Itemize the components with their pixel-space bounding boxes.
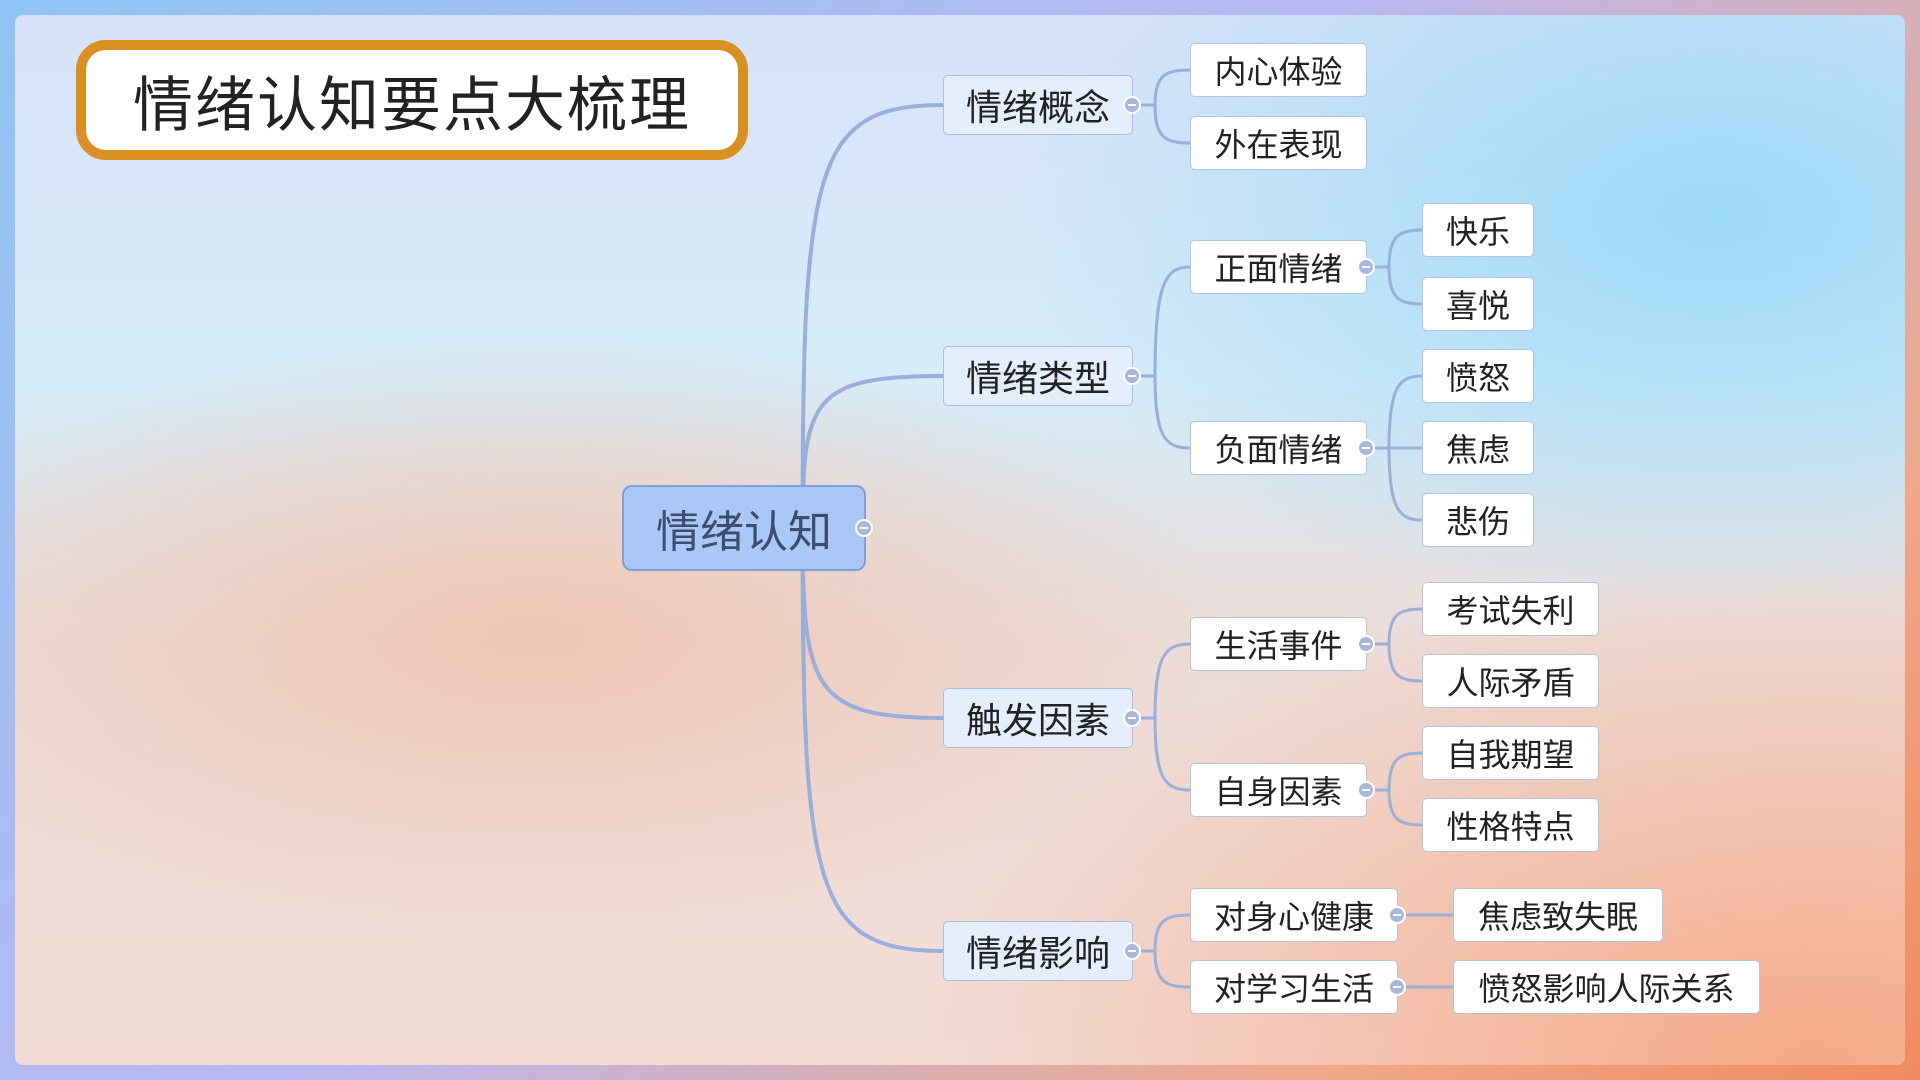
collapse-icon[interactable] xyxy=(1357,635,1375,653)
subtopic-node[interactable]: 自身因素 xyxy=(1190,763,1375,817)
node-label: 对学习生活 xyxy=(1213,970,1374,1008)
node-label: 正面情绪 xyxy=(1214,250,1343,288)
node-label: 愤怒影响人际关系 xyxy=(1478,970,1735,1008)
collapse-icon[interactable] xyxy=(1123,96,1141,114)
leaf-node[interactable]: 悲伤 xyxy=(1422,493,1534,547)
connector-line xyxy=(800,103,944,529)
collapse-icon[interactable] xyxy=(1123,709,1141,727)
branch-node[interactable]: 情绪类型 xyxy=(943,346,1141,406)
node-label: 考试失利 xyxy=(1446,592,1575,630)
collapse-icon[interactable] xyxy=(1357,258,1375,276)
leaf-node[interactable]: 人际矛盾 xyxy=(1422,654,1599,708)
subtopic-node[interactable]: 生活事件 xyxy=(1190,617,1375,671)
collapse-icon[interactable] xyxy=(1357,781,1375,799)
node-label: 性格特点 xyxy=(1446,808,1575,846)
node-label: 焦虑致失眠 xyxy=(1477,898,1638,936)
leaf-node[interactable]: 考试失利 xyxy=(1422,582,1599,636)
connector-line xyxy=(1141,913,1191,953)
leaf-node[interactable]: 愤怒影响人际关系 xyxy=(1453,960,1760,1014)
node-label: 外在表现 xyxy=(1214,126,1343,164)
node-label: 负面情绪 xyxy=(1214,431,1343,469)
connector-line xyxy=(1375,265,1423,306)
collapse-icon[interactable] xyxy=(1388,978,1406,996)
leaf-node[interactable]: 焦虑致失眠 xyxy=(1453,888,1663,942)
leaf-node[interactable]: 快乐 xyxy=(1422,203,1534,257)
node-label: 自我期望 xyxy=(1446,736,1575,774)
subtopic-node[interactable]: 负面情绪 xyxy=(1190,421,1375,475)
node-label: 触发因素 xyxy=(965,701,1110,742)
branch-node[interactable]: 触发因素 xyxy=(943,688,1141,748)
branch-node[interactable]: 情绪概念 xyxy=(943,75,1141,135)
node-label: 喜悦 xyxy=(1445,287,1510,325)
connector-line xyxy=(1375,788,1423,827)
subtopic-node[interactable]: 对学习生活 xyxy=(1190,960,1406,1014)
node-label: 生活事件 xyxy=(1214,627,1343,665)
node-label: 快乐 xyxy=(1445,213,1510,251)
leaf-node[interactable]: 喜悦 xyxy=(1422,277,1534,331)
connector-line xyxy=(1375,374,1423,450)
connector-line xyxy=(1141,265,1191,378)
connector-line xyxy=(800,527,944,953)
mindmap-root-node[interactable]: 情绪认知 xyxy=(622,485,873,571)
node-label: 自身因素 xyxy=(1214,773,1343,811)
node-label: 对身心健康 xyxy=(1213,898,1374,936)
leaf-node[interactable]: 愤怒 xyxy=(1422,349,1534,403)
collapse-icon[interactable] xyxy=(1357,439,1375,457)
node-label: 人际矛盾 xyxy=(1446,664,1575,702)
connector-line xyxy=(1375,446,1423,522)
collapse-icon[interactable] xyxy=(855,519,873,537)
leaf-node[interactable]: 自我期望 xyxy=(1422,726,1599,780)
leaf-node[interactable]: 焦虑 xyxy=(1422,421,1534,475)
branch-node[interactable]: 情绪影响 xyxy=(943,921,1141,981)
node-label: 悲伤 xyxy=(1445,503,1510,541)
leaf-node[interactable]: 性格特点 xyxy=(1422,798,1599,852)
subtopic-node[interactable]: 内心体验 xyxy=(1190,43,1367,97)
node-label: 情绪类型 xyxy=(965,359,1110,400)
collapse-icon[interactable] xyxy=(1123,942,1141,960)
title-box: 情绪认知要点大梳理 xyxy=(76,40,748,160)
page-title: 情绪认知要点大梳理 xyxy=(133,70,691,141)
connector-line xyxy=(1141,716,1191,792)
subtopic-node[interactable]: 外在表现 xyxy=(1190,116,1367,170)
connector-line xyxy=(1375,642,1423,683)
node-label: 焦虑 xyxy=(1445,431,1510,469)
collapse-icon[interactable] xyxy=(1123,367,1141,385)
node-label: 情绪影响 xyxy=(965,934,1110,975)
connector-line xyxy=(1141,642,1191,720)
subtopic-node[interactable]: 正面情绪 xyxy=(1190,240,1375,294)
node-label: 愤怒 xyxy=(1445,359,1510,397)
subtopic-node[interactable]: 对身心健康 xyxy=(1190,888,1406,942)
connector-line xyxy=(1141,374,1191,450)
collapse-icon[interactable] xyxy=(1388,906,1406,924)
connector-line xyxy=(1141,949,1191,989)
connector-line xyxy=(1141,103,1191,145)
node-label: 情绪概念 xyxy=(965,88,1110,129)
connector-line xyxy=(800,374,944,529)
connector-line xyxy=(1375,751,1423,792)
connector-line xyxy=(1375,228,1423,269)
node-label: 情绪认知 xyxy=(656,507,832,558)
connector-line xyxy=(1141,68,1191,107)
connector-line xyxy=(1375,607,1423,646)
node-label: 内心体验 xyxy=(1214,53,1343,91)
